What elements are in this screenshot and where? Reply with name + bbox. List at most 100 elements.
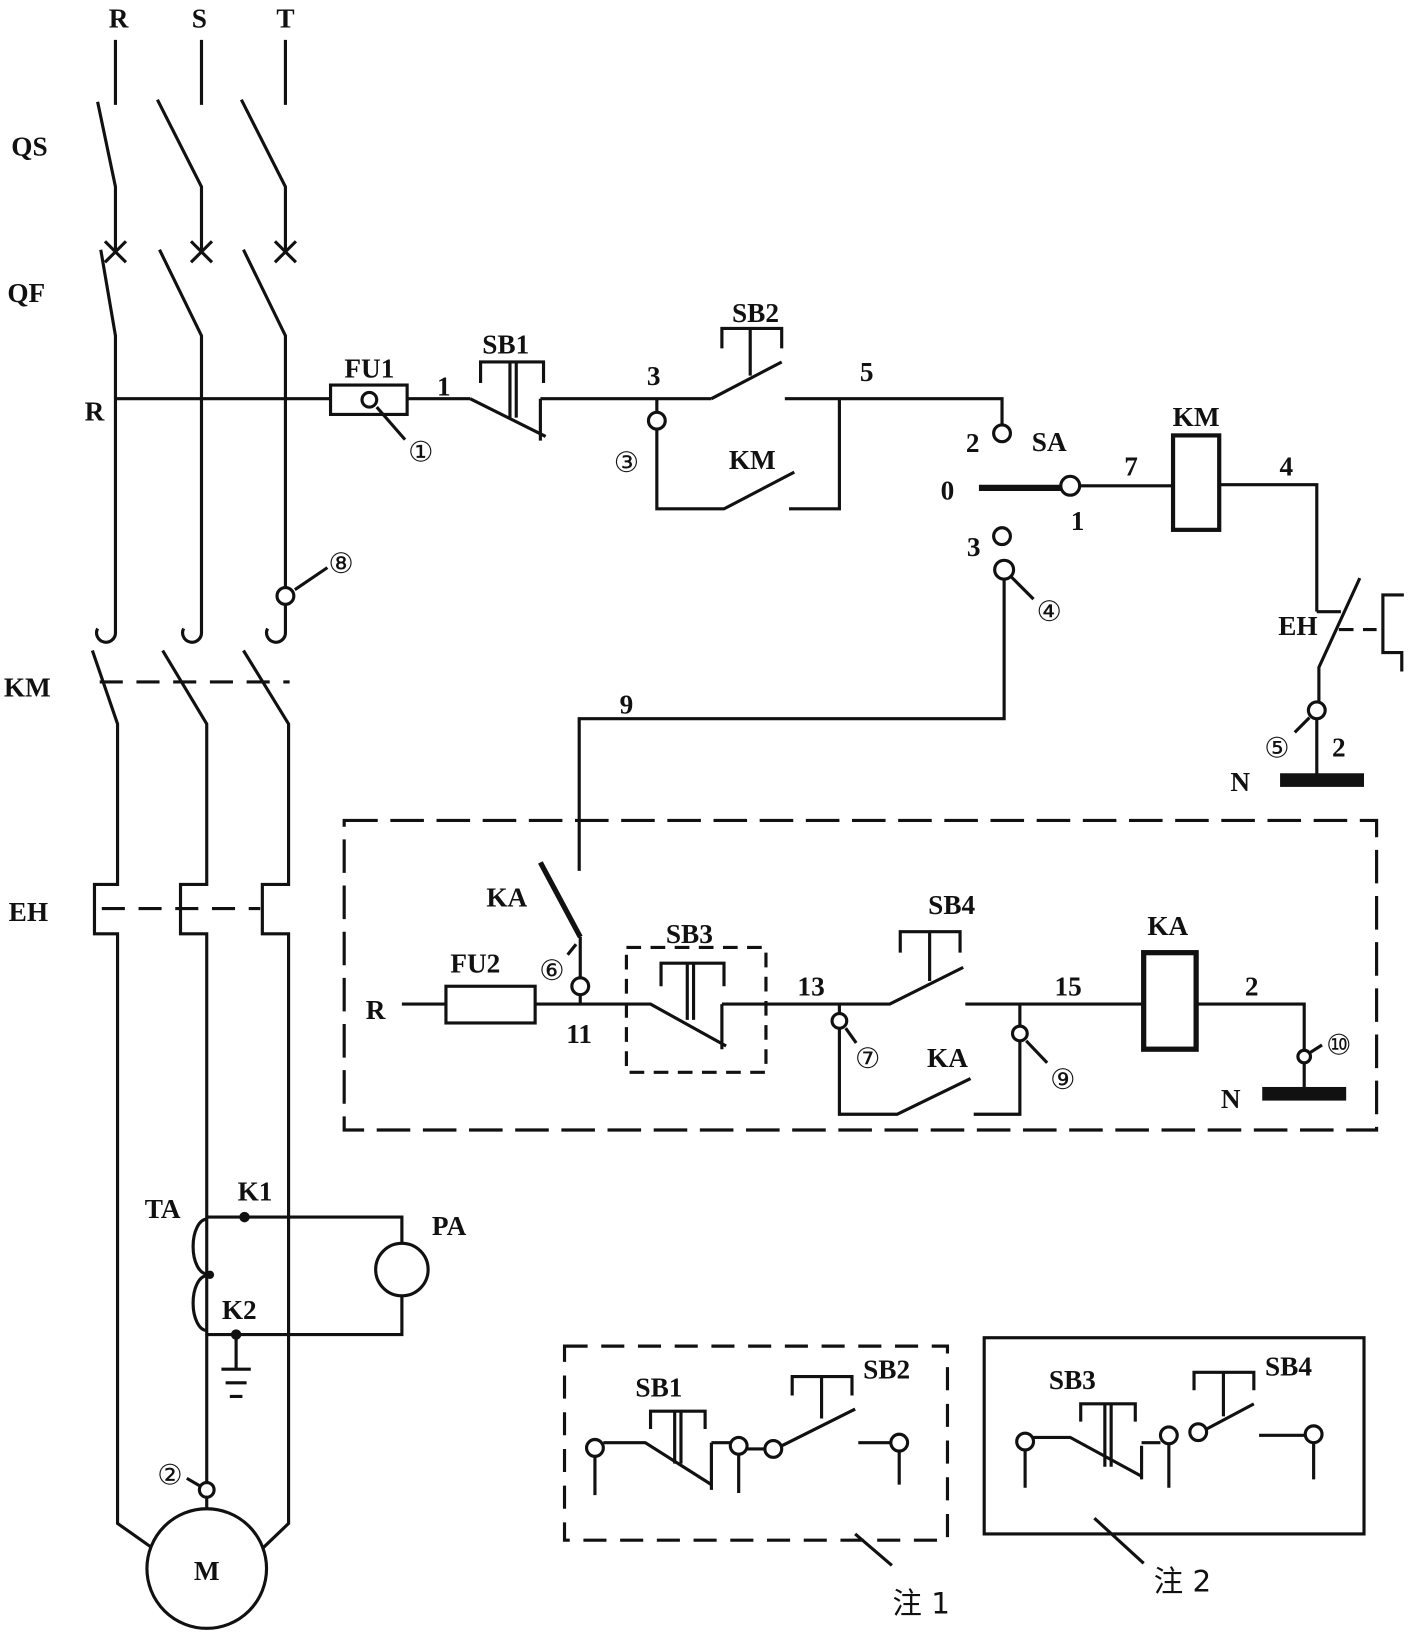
phase-s-conductor (156, 39, 209, 1509)
phase-r-label: R (109, 3, 129, 33)
neutral-bar (1280, 773, 1365, 787)
test-point-10 (1296, 1048, 1313, 1065)
point-7-label: ⑦ (855, 1042, 880, 1075)
pa-label: PA (432, 1211, 467, 1241)
sb3-enclosure (624, 945, 768, 1074)
ammeter-circuit (206, 1215, 404, 1399)
test-point-3 (646, 410, 667, 431)
point-1-leader (375, 406, 407, 441)
test-point-8 (275, 585, 296, 606)
km-coil-wiring (1079, 483, 1362, 777)
km-hold-contact (655, 398, 841, 511)
sa-position-2-terminal (992, 423, 1012, 444)
sb2-label: SB2 (732, 298, 779, 328)
point-10-label: ⑩ (1326, 1028, 1351, 1061)
note-1-caption: 注 1 (893, 1587, 950, 1621)
test-point-1 (360, 390, 379, 409)
note-2-outline (982, 1336, 1366, 1536)
motor (145, 1507, 269, 1630)
point-2-leader (186, 1476, 201, 1488)
ka-hold-contact (837, 1004, 1022, 1116)
ka-coil (1141, 950, 1199, 1052)
point-3-label: ③ (614, 446, 639, 479)
point-5-leader (1293, 716, 1311, 734)
k1-terminal (239, 1211, 250, 1223)
note-1-terminal-a (584, 1437, 605, 1458)
test-point-6 (570, 976, 591, 997)
km-main-label: KM (4, 673, 51, 703)
sb3-label: SB3 (666, 919, 713, 949)
sb4-button (898, 930, 962, 982)
sa-position-1-terminal (1059, 474, 1082, 497)
point-9-label: ⑨ (1050, 1063, 1075, 1096)
terminal-hook-r (95, 619, 118, 644)
note-1-terminal-c (763, 1438, 784, 1459)
point-5-label: ⑤ (1264, 732, 1289, 765)
note-2: SB3 SB4 注 2 (982, 1336, 1366, 1599)
sa-position-3-terminal (992, 526, 1012, 547)
control-circuit: R FU1 1 ① SB1 3 SB2 ③ KM 5 2 SA 0 1 3 ④ (85, 298, 1404, 871)
motor-label: M (194, 1556, 220, 1586)
terminal-hook-t (264, 619, 287, 644)
point-10-leader (1309, 1043, 1323, 1054)
note-2-wiring (1023, 1402, 1316, 1488)
point-1-label: ① (408, 436, 433, 469)
ka-aux-label: KA (927, 1043, 968, 1073)
sb2-button (720, 326, 784, 376)
ka-contact (538, 861, 583, 939)
wire-2-label: 2 (1332, 732, 1346, 762)
sb3-button (659, 961, 726, 1020)
point-9-leader (1025, 1039, 1049, 1064)
fu2-label: FU2 (450, 949, 500, 979)
wire-13-label: 13 (797, 972, 824, 1002)
terminal-hook-s (181, 619, 204, 644)
note-2-sb4-label: SB4 (1265, 1352, 1312, 1382)
eh-thermal-symbol (1381, 593, 1404, 672)
neutral-label: N (1230, 767, 1250, 797)
note-2-leader (1093, 1517, 1145, 1565)
wire-3-label: 3 (647, 361, 661, 391)
relay-feed-label: R (366, 995, 386, 1025)
qf-breaker-marks (103, 240, 298, 264)
note-1-leader (854, 1532, 893, 1567)
note-2-terminal-a (1015, 1431, 1036, 1452)
relay-line-main (401, 965, 1306, 1090)
note-1: SB1 SB2 注 1 (562, 1344, 950, 1621)
point-4-label: ④ (1037, 595, 1062, 628)
sb1-button (479, 360, 546, 418)
phase-r-conductor (90, 39, 155, 1550)
km-coil-label: KM (1173, 402, 1220, 432)
note-2-terminal-b (1158, 1425, 1179, 1446)
relay-wire-2-label: 2 (1245, 972, 1259, 1002)
ta-coil (191, 1217, 207, 1332)
km-coil (1170, 433, 1222, 532)
ta-polarity-dot (205, 1270, 215, 1279)
eh-main-label: EH (9, 897, 48, 927)
point-7-leader (844, 1027, 858, 1044)
phase-t-label: T (276, 3, 294, 33)
relay-neutral-label: N (1221, 1084, 1241, 1114)
relay-box-outline (342, 818, 1379, 1132)
point-4-leader (1010, 575, 1035, 601)
test-point-7 (830, 1011, 849, 1030)
note-1-sb2-button (790, 1374, 854, 1419)
note-2-terminal-d (1303, 1424, 1324, 1445)
control-feed-label: R (85, 397, 105, 427)
fu1-label: FU1 (344, 354, 394, 384)
wire-5-label: 5 (860, 357, 874, 387)
sa-position-1-label: 1 (1071, 506, 1085, 536)
relay-neutral-bar (1262, 1086, 1347, 1101)
sa-position-3-label: 3 (967, 532, 981, 562)
control-line-main (115, 360, 1004, 441)
wire-9 (577, 579, 1006, 871)
test-point-2 (197, 1480, 216, 1499)
note-1-terminal-d (889, 1432, 910, 1453)
eh-contact-label: EH (1278, 611, 1317, 641)
relay-circuit: KA ⑥ R FU2 11 SB3 13 SB4 15 ⑦ KA ⑨ KA 2 … (342, 818, 1379, 1132)
point-8-leader (293, 566, 329, 591)
ka-contact-label: KA (486, 883, 527, 913)
note-1-wiring (593, 1407, 901, 1496)
sb4-label: SB4 (928, 890, 975, 920)
k2-terminal (230, 1329, 242, 1340)
